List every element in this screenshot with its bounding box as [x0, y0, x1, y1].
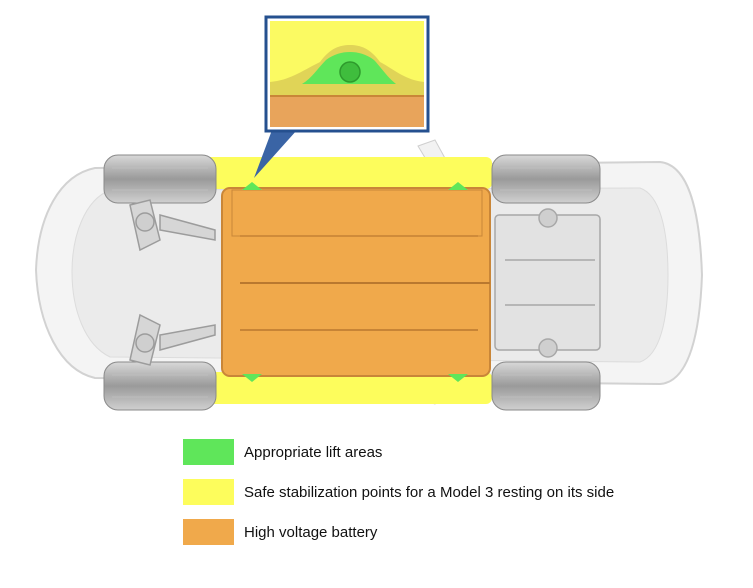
lift-point-front-right — [242, 374, 262, 382]
legend-label-stabilization: Safe stabilization points for a Model 3 … — [244, 483, 615, 501]
legend-item-battery: High voltage battery — [183, 518, 377, 546]
legend-item-lift: Appropriate lift areas — [183, 438, 382, 466]
stabilization-rail-bottom — [202, 372, 492, 404]
stabilization-rail-top — [202, 157, 492, 189]
lift-point-rear-left — [448, 182, 468, 190]
legend-label-lift: Appropriate lift areas — [244, 443, 383, 461]
tire-rear-left — [491, 154, 601, 204]
inset-lift-pad — [339, 61, 361, 83]
lift-swatch — [183, 439, 234, 465]
inset-pointer — [254, 130, 297, 178]
tire-front-left — [103, 154, 217, 204]
stabilization-swatch — [183, 479, 234, 505]
lift-point-rear-right — [448, 374, 468, 382]
tire-rear-right — [491, 361, 601, 411]
lift-point-front-left — [242, 182, 262, 190]
legend-label-battery: High voltage battery — [244, 523, 378, 541]
front-suspension — [129, 199, 216, 366]
tire-front-right — [103, 361, 217, 411]
rear-subframe — [494, 208, 601, 358]
inset-zoom-view — [264, 15, 430, 133]
legend-item-stabilization: Safe stabilization points for a Model 3 … — [183, 478, 614, 506]
battery-pack — [221, 187, 491, 377]
battery-swatch — [183, 519, 234, 545]
vehicle-underbody-diagram — [34, 15, 704, 411]
